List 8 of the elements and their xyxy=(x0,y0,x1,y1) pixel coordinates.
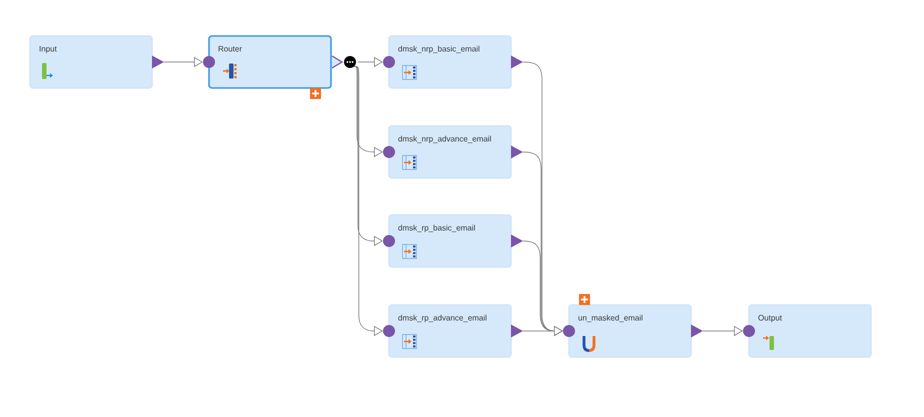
transformation-box: Router xyxy=(208,35,332,89)
transformation-box: un_masked_email xyxy=(568,304,692,358)
transformation-box: dmsk_rp_basic_email xyxy=(388,214,512,268)
transformation-box: dmsk_nrp_basic_email xyxy=(388,35,512,89)
transformation-box: dmsk_nrp_advance_email xyxy=(388,125,512,179)
transformation-box: Output xyxy=(748,304,872,358)
transformation-box: Input xyxy=(29,35,153,89)
transformation-box: dmsk_rp_advance_email xyxy=(388,304,512,358)
